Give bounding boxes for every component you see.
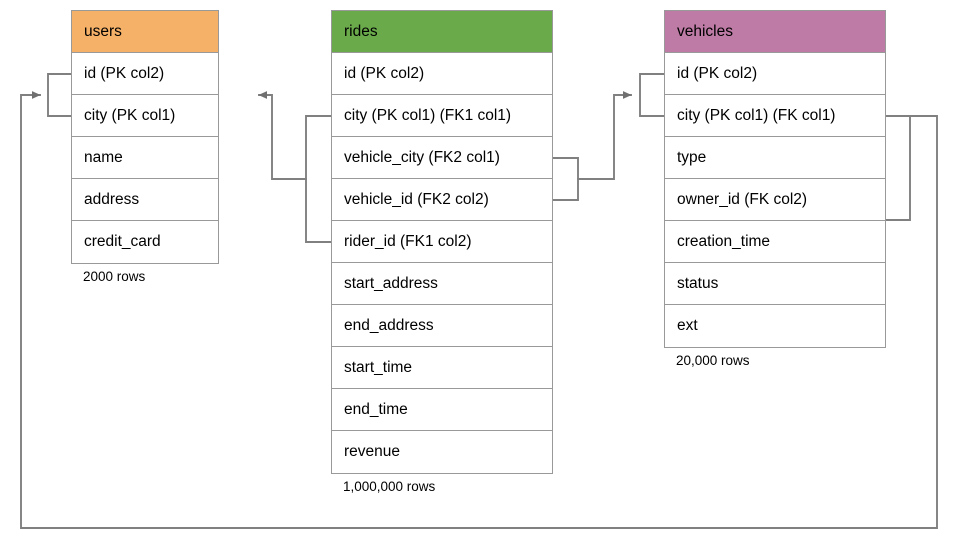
table-row[interactable]: ext (665, 305, 885, 347)
table-row[interactable]: type (665, 137, 885, 179)
table-row[interactable]: start_address (332, 263, 552, 305)
rides-fk2-bracket (552, 157, 579, 201)
vehicles-fk-bracket (885, 115, 911, 221)
entity-table-rides[interactable]: rides id (PK col2) city (PK col1) (FK1 c… (331, 10, 553, 474)
table-row[interactable]: vehicle_city (FK2 col1) (332, 137, 552, 179)
table-row[interactable]: rider_id (FK1 col2) (332, 221, 552, 263)
entity-table-users[interactable]: users id (PK col2) city (PK col1) name a… (71, 10, 219, 264)
table-row[interactable]: city (PK col1) (FK col1) (665, 95, 885, 137)
table-row[interactable]: name (72, 137, 218, 179)
row-count-users: 2000 rows (83, 269, 146, 284)
table-row[interactable]: id (PK col2) (665, 53, 885, 95)
table-row[interactable]: revenue (332, 431, 552, 473)
row-count-vehicles: 20,000 rows (676, 353, 750, 368)
table-row[interactable]: start_time (332, 347, 552, 389)
table-row[interactable]: owner_id (FK col2) (665, 179, 885, 221)
table-row[interactable]: address (72, 179, 218, 221)
table-row[interactable]: end_address (332, 305, 552, 347)
table-row[interactable]: vehicle_id (FK2 col2) (332, 179, 552, 221)
entity-table-vehicles[interactable]: vehicles id (PK col2) city (PK col1) (FK… (664, 10, 886, 348)
table-row[interactable]: creation_time (665, 221, 885, 263)
table-row[interactable]: end_time (332, 389, 552, 431)
table-header-rides: rides (332, 11, 552, 53)
table-row[interactable]: city (PK col1) (72, 95, 218, 137)
table-row[interactable]: status (665, 263, 885, 305)
table-row[interactable]: city (PK col1) (FK1 col1) (332, 95, 552, 137)
table-header-users: users (72, 11, 218, 53)
table-row[interactable]: id (PK col2) (332, 53, 552, 95)
rides-fk1-bracket (305, 115, 332, 243)
users-pk-bracket (47, 73, 72, 117)
table-header-vehicles: vehicles (665, 11, 885, 53)
connector-rides-to-vehicles (577, 91, 632, 180)
table-row[interactable]: id (PK col2) (72, 53, 218, 95)
connector-rides-to-users (258, 91, 307, 180)
vehicles-pk-bracket (639, 73, 665, 117)
row-count-rides: 1,000,000 rows (343, 479, 436, 494)
table-row[interactable]: credit_card (72, 221, 218, 263)
